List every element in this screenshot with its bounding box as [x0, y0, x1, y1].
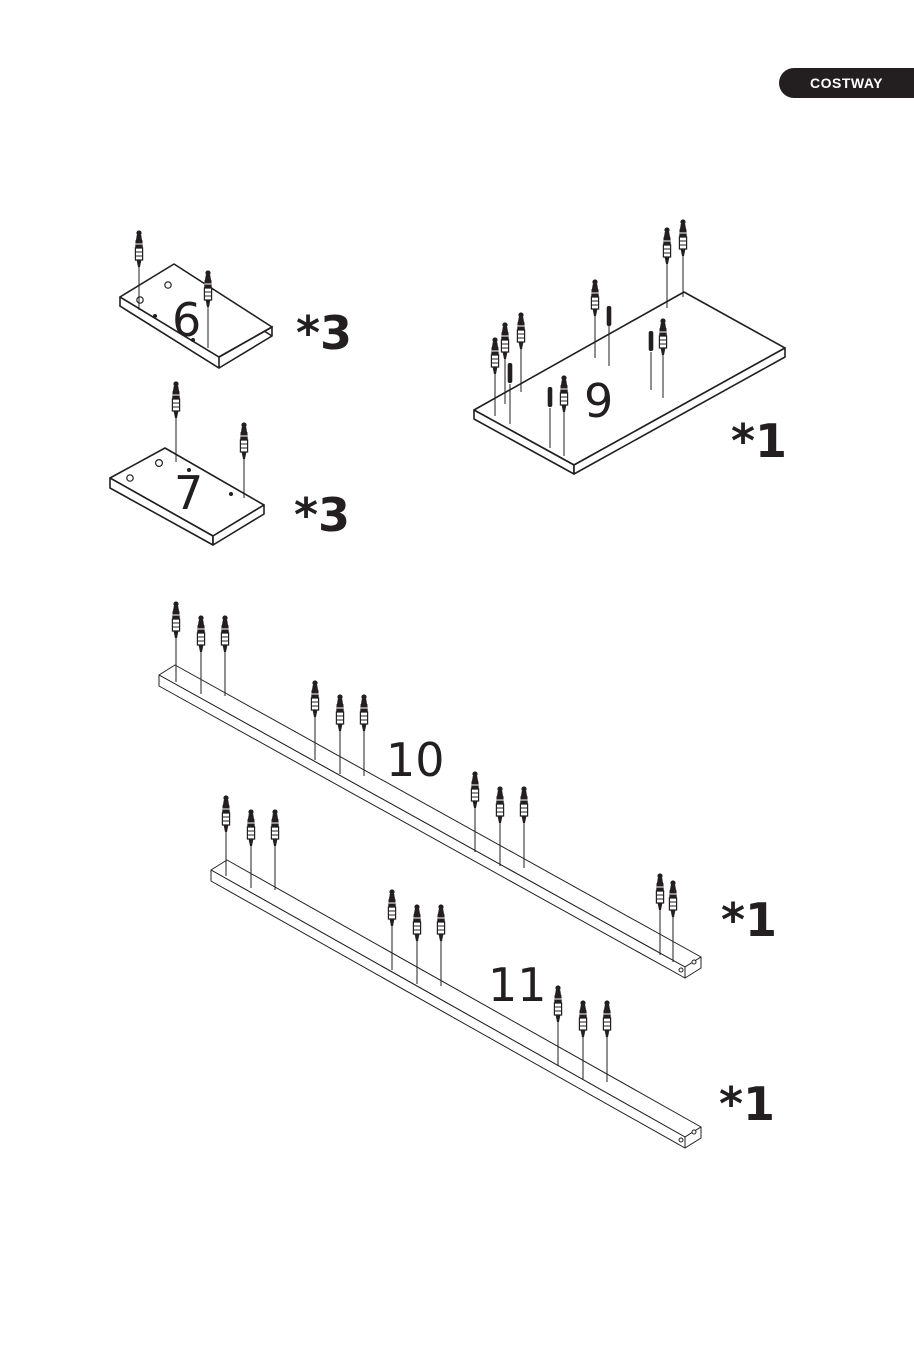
part-10-number: 10 [386, 733, 445, 787]
part-10-board-edge [159, 675, 685, 978]
part-7-group: 7 *3 [110, 381, 350, 545]
cam-bolt-icon [360, 694, 368, 731]
cam-bolt-icon [491, 337, 499, 374]
cam-bolt-icon [413, 904, 421, 941]
part-6-number: 6 [172, 293, 201, 347]
cam-bolt-icon [388, 889, 396, 926]
cam-bolt-icon [247, 809, 255, 846]
part-10-board-top [159, 665, 701, 967]
part-11-board-top [211, 860, 701, 1137]
part-10-group: 10 *1 [159, 601, 777, 978]
cam-bolt-icon [311, 680, 319, 717]
part-7-quantity: *3 [294, 488, 350, 542]
cam-bolt-icon [656, 873, 664, 910]
cam-bolt-icon [197, 615, 205, 652]
wooden-dowel-icon [548, 387, 553, 407]
wooden-dowel-icon [508, 363, 513, 383]
cam-bolt-icon [501, 322, 509, 359]
cam-bolt-icon [221, 615, 229, 652]
cam-bolt-icon [437, 904, 445, 941]
cam-bolt-icon [471, 771, 479, 808]
cam-bolt-icon [554, 985, 562, 1022]
cam-bolt-icon [679, 219, 687, 256]
part-9-number: 9 [584, 374, 613, 428]
wooden-dowel-icon [649, 331, 654, 351]
cam-bolt-icon [663, 227, 671, 264]
part-11-number: 11 [488, 958, 547, 1012]
part-7-number: 7 [174, 466, 203, 520]
cam-bolt-icon [669, 880, 677, 917]
cam-bolt-icon [271, 809, 279, 846]
cam-bolt-icon [579, 1000, 587, 1037]
cam-bolt-icon [172, 381, 180, 418]
cam-bolt-icon [240, 422, 248, 459]
part-10-quantity: *1 [721, 893, 777, 947]
cam-bolt-icon [172, 601, 180, 638]
cam-bolt-icon [603, 1000, 611, 1037]
part-6-group: 6 *3 [120, 230, 352, 368]
wooden-dowel-icon [607, 306, 612, 326]
cam-bolt-icon [591, 279, 599, 316]
cam-bolt-icon [336, 694, 344, 731]
cam-bolt-icon [496, 786, 504, 823]
cam-bolt-icon [222, 795, 230, 832]
part-6-quantity: *3 [296, 306, 352, 360]
cam-bolt-icon [135, 230, 143, 267]
cam-bolt-icon [517, 312, 525, 349]
part-9-quantity: *1 [731, 414, 787, 468]
cam-bolt-icon [520, 786, 528, 823]
part-11-quantity: *1 [719, 1077, 775, 1131]
part-9-group: 9 *1 [474, 219, 787, 474]
